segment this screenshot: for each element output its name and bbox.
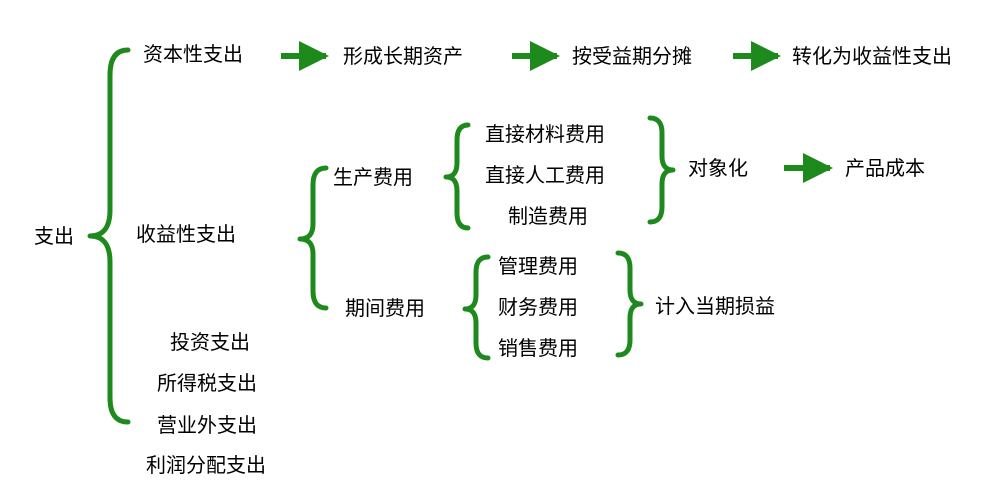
period-item: 销售费用 [498, 336, 578, 360]
product-cost-label: 产品成本 [845, 156, 925, 180]
capital-chain-step-1: 形成长期资产 [343, 44, 463, 68]
production-item: 直接人工费用 [485, 163, 605, 187]
root-brace [87, 47, 131, 425]
period-expense-label: 期间费用 [345, 296, 425, 320]
capital-chain-step-2: 按受益期分摊 [572, 44, 692, 68]
production-item: 直接材料费用 [485, 122, 605, 146]
period-item: 管理费用 [498, 254, 578, 278]
other-expenditure-item: 所得税支出 [157, 371, 257, 395]
current-period-pl-label: 计入当期损益 [655, 294, 775, 318]
period-item: 财务费用 [498, 295, 578, 319]
capital-chain-step-3: 转化为收益性支出 [792, 44, 952, 68]
production-closing-brace [647, 115, 676, 225]
period-items-brace [462, 254, 491, 361]
production-items-brace [443, 122, 471, 231]
other-expenditure-item: 利润分配支出 [146, 453, 266, 477]
revenue-brace [297, 165, 329, 311]
period-closing-brace [615, 250, 644, 358]
production-cost-label: 生产费用 [333, 165, 413, 189]
production-item: 制造费用 [508, 204, 588, 228]
other-expenditure-item: 营业外支出 [157, 413, 257, 437]
objectification-label: 对象化 [688, 156, 748, 180]
revenue-expenditure-label: 收益性支出 [136, 222, 236, 246]
other-expenditure-item: 投资支出 [170, 330, 250, 354]
root-label: 支出 [34, 224, 74, 248]
capital-expenditure-label: 资本性支出 [143, 42, 243, 66]
